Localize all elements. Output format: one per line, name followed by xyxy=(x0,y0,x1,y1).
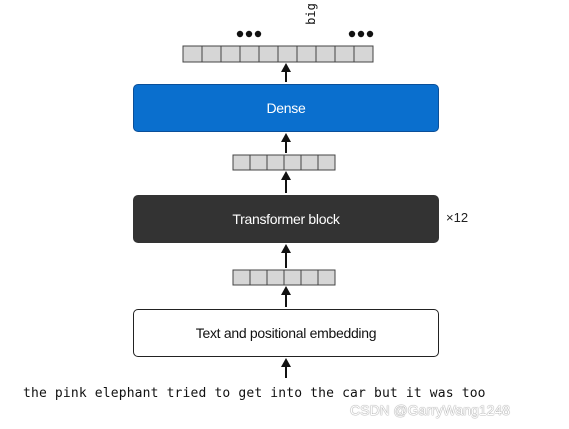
embedding-block: Text and positional embedding xyxy=(133,309,439,357)
arrow-hidden-to-dense-head xyxy=(281,133,291,142)
hidden-vector-cell xyxy=(300,154,319,171)
output-vector-cell xyxy=(315,45,336,63)
output-vector-cell xyxy=(277,45,298,63)
dense-block: Dense xyxy=(133,84,439,132)
repeat-count: ×12 xyxy=(446,210,469,225)
output-vector-cell xyxy=(220,45,241,63)
embedding-vector-cell xyxy=(249,269,268,286)
transformer-block: Transformer block xyxy=(133,195,439,243)
hidden-vector-cell xyxy=(249,154,268,171)
output-vector-cell xyxy=(201,45,222,63)
hidden-vector-cell xyxy=(266,154,285,171)
ellipsis-dot xyxy=(348,30,356,38)
dense-label: Dense xyxy=(266,100,306,116)
output-vector-cell xyxy=(353,45,374,63)
embedding-vector-cell xyxy=(283,269,302,286)
output-vector-cell xyxy=(239,45,260,63)
embedding-label: Text and positional embedding xyxy=(195,325,377,341)
watermark: CSDN @GarryWang1248 xyxy=(350,402,510,418)
arrow-transformer-to-hidden-head xyxy=(281,171,291,180)
output-vector-cell xyxy=(182,45,203,63)
hidden-vector-cell xyxy=(232,154,251,171)
embedding-vector-cell xyxy=(232,269,251,286)
ellipsis-dot xyxy=(366,30,374,38)
ellipsis-dot xyxy=(254,30,262,38)
arrow-dense-to-output-head xyxy=(281,63,291,72)
embedding-vector-cell xyxy=(266,269,285,286)
ellipsis-dot xyxy=(357,30,365,38)
transformer-label: Transformer block xyxy=(232,211,340,227)
hidden-vector-cell xyxy=(283,154,302,171)
arrow-embedding-vec-to-transformer-head xyxy=(281,244,291,253)
output-token-text: big xyxy=(304,3,318,25)
ellipsis-dot xyxy=(236,30,244,38)
ellipsis-dot xyxy=(245,30,253,38)
arrow-embedding-to-vec-head xyxy=(281,286,291,295)
embedding-vector-cell xyxy=(300,269,319,286)
embedding-vector-cell xyxy=(317,269,336,286)
output-vector-cell xyxy=(334,45,355,63)
hidden-vector-cell xyxy=(317,154,336,171)
output-vector-cell xyxy=(296,45,317,63)
arrow-input-to-embedding-head xyxy=(281,358,291,367)
output-vector-cell xyxy=(258,45,279,63)
input-text: the pink elephant tried to get into the … xyxy=(23,386,486,401)
